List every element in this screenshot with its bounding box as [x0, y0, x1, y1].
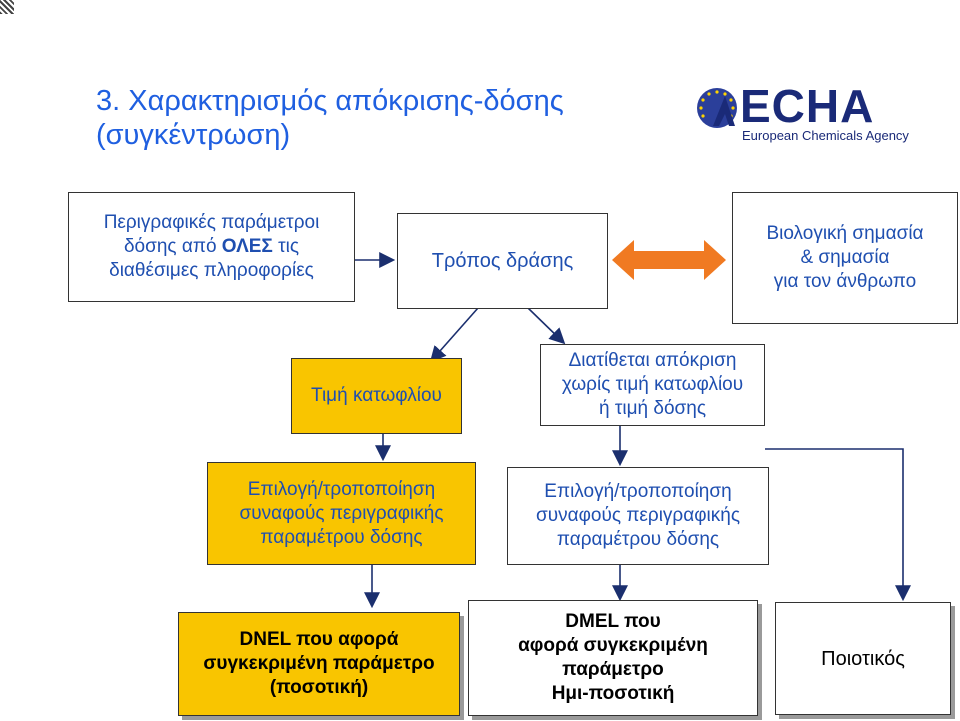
slide-title: 3. Χαρακτηρισμός απόκρισης-δόσης (συγκέν…: [96, 84, 656, 152]
descriptors-all-bold: ΟΛΕΣ: [221, 236, 273, 257]
dnel-box: DNEL που αφορά συγκεκριμένη παράμετρο (π…: [178, 612, 460, 716]
select-left-line-1: Επιλογή/τροποποίηση: [247, 478, 436, 500]
dnel-line-3: (ποσοτική): [269, 677, 369, 698]
descriptors-line-2: δόσης από ΟΛΕΣ τις: [104, 235, 320, 259]
qualitative-label: Ποιοτικός: [821, 647, 905, 670]
biological-line-1: Βιολογική σημασία: [766, 223, 924, 244]
dnel-line-2: συγκεκριμένη παράμετρο: [203, 653, 435, 674]
dnel-line-1: DNEL που αφορά: [239, 629, 399, 650]
select-left-line-2: συναφούς περιγραφικής: [239, 502, 444, 524]
title-line-2: (συγκέντρωση): [96, 119, 291, 151]
biological-relevance-box: Βιολογική σημασία & σημασία για τον άνθρ…: [732, 192, 958, 324]
threshold-label: Τιμή κατωφλίου: [311, 385, 442, 406]
descriptors-line-1: Περιγραφικές παράμετροι: [103, 212, 320, 233]
biological-line-3: για τον άνθρωπο: [773, 271, 917, 292]
mode-of-action-box: Τρόπος δράσης: [397, 213, 608, 309]
no-threshold-line-3: ή τιμή δόσης: [599, 398, 706, 419]
no-threshold-box: Διατίθεται απόκριση χωρίς τιμή κατωφλίου…: [540, 344, 765, 426]
dmel-line-3: παράμετρο: [562, 659, 664, 680]
descriptors-line-3: διαθέσιμες πληροφορίες: [109, 260, 314, 281]
arrow-mode-to-no-threshold: [527, 307, 566, 345]
arrow-mode-to-threshold: [429, 307, 479, 363]
select-right-line-1: Επιλογή/τροποποίηση: [544, 481, 732, 502]
echa-logo-icon: [697, 88, 737, 128]
arrow-to-qualitative: [765, 448, 911, 602]
select-descriptor-left-box: Επιλογή/τροποποίηση συναφούς περιγραφική…: [207, 462, 476, 565]
threshold-box: Τιμή κατωφλίου: [291, 358, 462, 434]
qualitative-box: Ποιοτικός: [775, 602, 951, 715]
select-descriptor-right-box: Επιλογή/τροποποίηση συναφούς περιγραφική…: [507, 467, 769, 565]
logo-wordmark: ECHA: [740, 80, 875, 132]
descriptors-line-2-pre: δόσης από: [123, 236, 222, 257]
no-threshold-line-2: χωρίς τιμή κατωφλίου: [561, 374, 744, 395]
double-arrow-icon: [612, 240, 726, 280]
select-right-line-2: συναφούς περιγραφικής: [536, 505, 740, 526]
logo-subtitle: European Chemicals Agency: [742, 128, 909, 143]
mode-of-action-label: Τρόπος δράσης: [431, 250, 574, 272]
no-threshold-line-1: Διατίθεται απόκριση: [568, 350, 737, 371]
title-line-1: 3. Χαρακτηρισμός απόκρισης-δόσης: [96, 85, 564, 117]
descriptors-box: Περιγραφικές παράμετροι δόσης από ΟΛΕΣ τ…: [68, 192, 355, 302]
dmel-line-2: αφορά συγκεκριμένη: [518, 635, 708, 656]
select-right-line-3: παραμέτρου δόσης: [556, 529, 720, 550]
select-left-line-3: παραμέτρου δόσης: [260, 526, 423, 548]
dmel-box: DMEL που αφορά συγκεκριμένη παράμετρο Ημ…: [468, 600, 758, 716]
dmel-line-1: DMEL που: [565, 611, 661, 632]
dmel-line-4: Ημι-ποσοτική: [551, 683, 675, 704]
biological-line-2: & σημασία: [800, 247, 890, 268]
corner-pattern: [0, 0, 14, 14]
descriptors-line-2-post: τις: [272, 236, 299, 257]
